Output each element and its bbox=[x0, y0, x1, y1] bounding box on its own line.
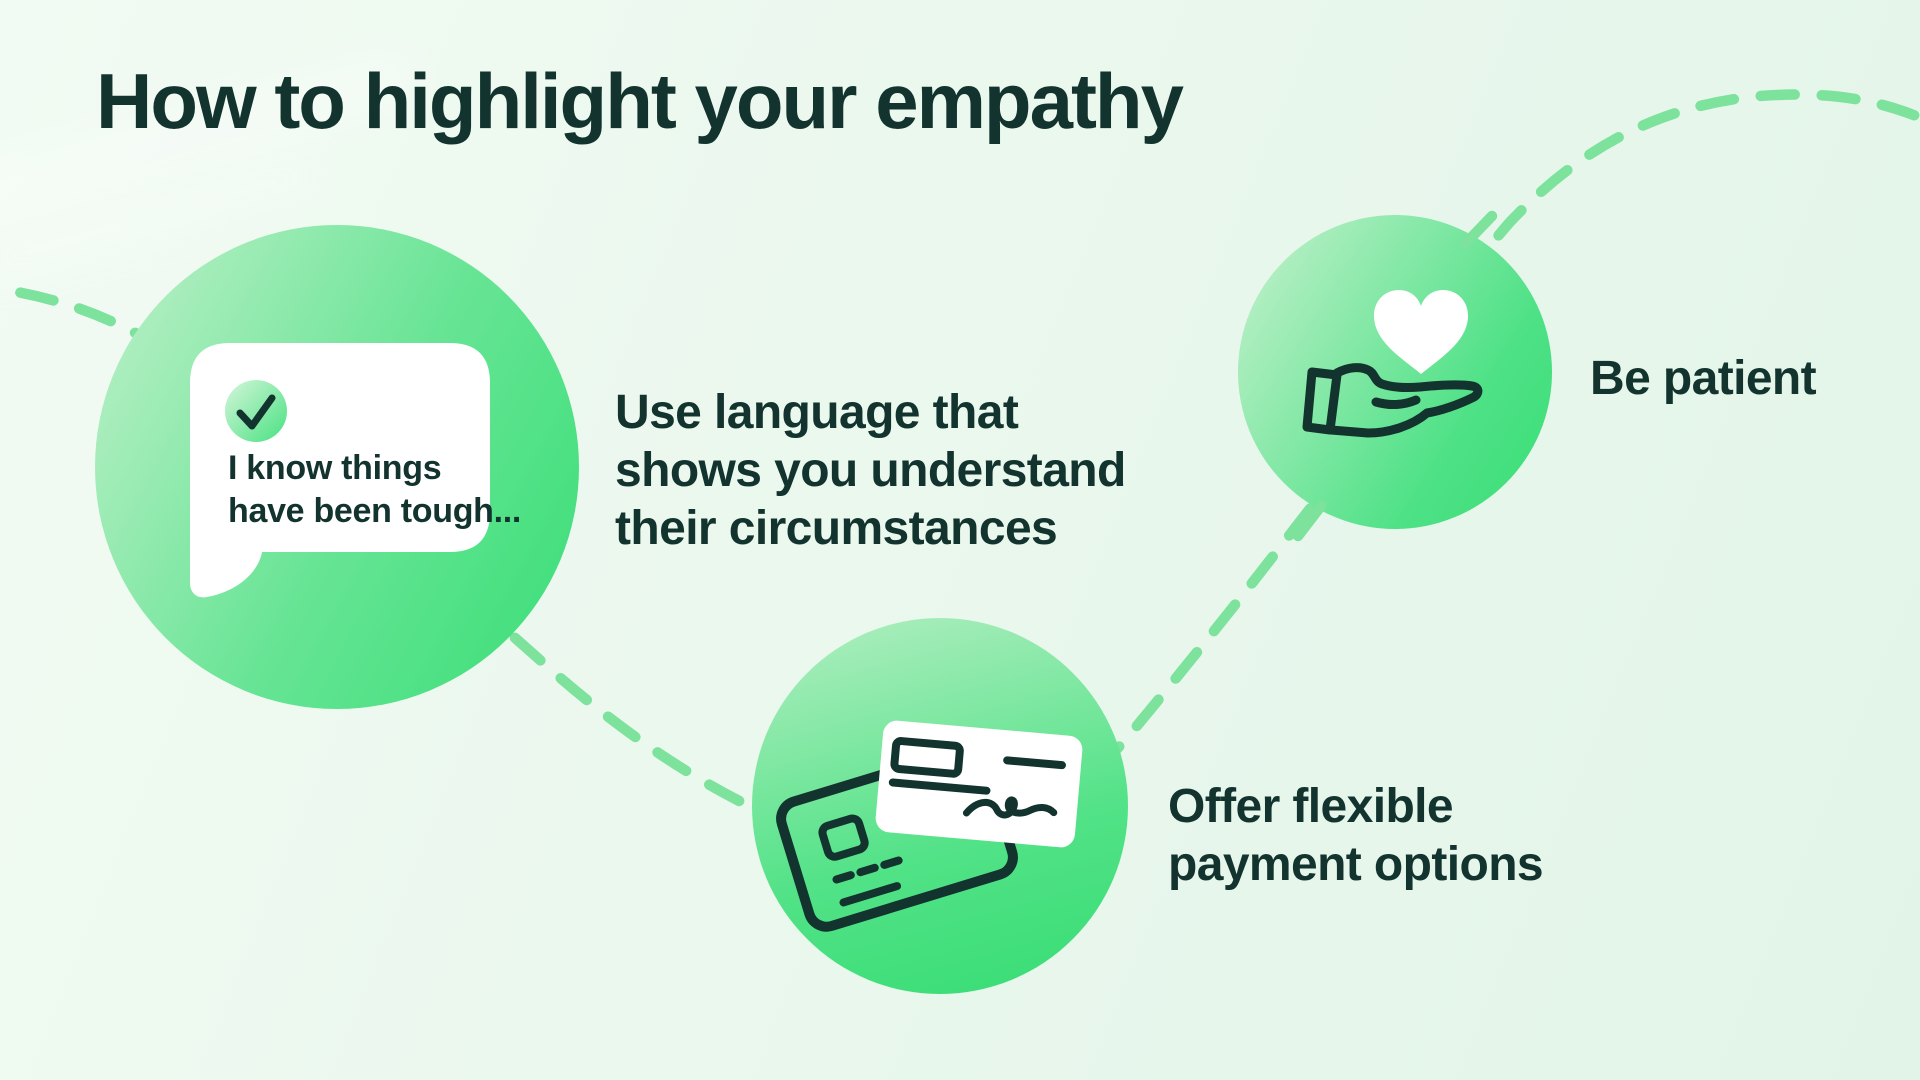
bubble-text: I know things have been tough... bbox=[228, 447, 521, 533]
caption-payment: Offer flexible payment options bbox=[1168, 778, 1544, 894]
caption-line: Be patient bbox=[1590, 352, 1817, 405]
heart-icon bbox=[1373, 290, 1469, 374]
bank-check bbox=[875, 720, 1083, 848]
bubble-text-line: I know things bbox=[228, 449, 442, 487]
caption-line: Offer flexible bbox=[1168, 780, 1454, 833]
card-chip bbox=[818, 814, 869, 861]
checkmark-icon bbox=[236, 394, 276, 430]
caption-patience: Be patient bbox=[1590, 350, 1817, 408]
caption-line: shows you understand bbox=[615, 444, 1126, 497]
step-circle-patience bbox=[1238, 215, 1552, 529]
page-title: How to highlight your empathy bbox=[96, 57, 1184, 145]
caption-line: their circumstances bbox=[615, 502, 1058, 555]
bubble-text-line: have been tough... bbox=[228, 492, 522, 530]
signature-squiggle bbox=[962, 796, 1058, 819]
caption-line: payment options bbox=[1168, 838, 1544, 891]
caption-line: Use language that bbox=[615, 386, 1019, 439]
caption-language: Use language that shows you understand t… bbox=[615, 384, 1126, 558]
open-hand bbox=[1302, 363, 1483, 438]
